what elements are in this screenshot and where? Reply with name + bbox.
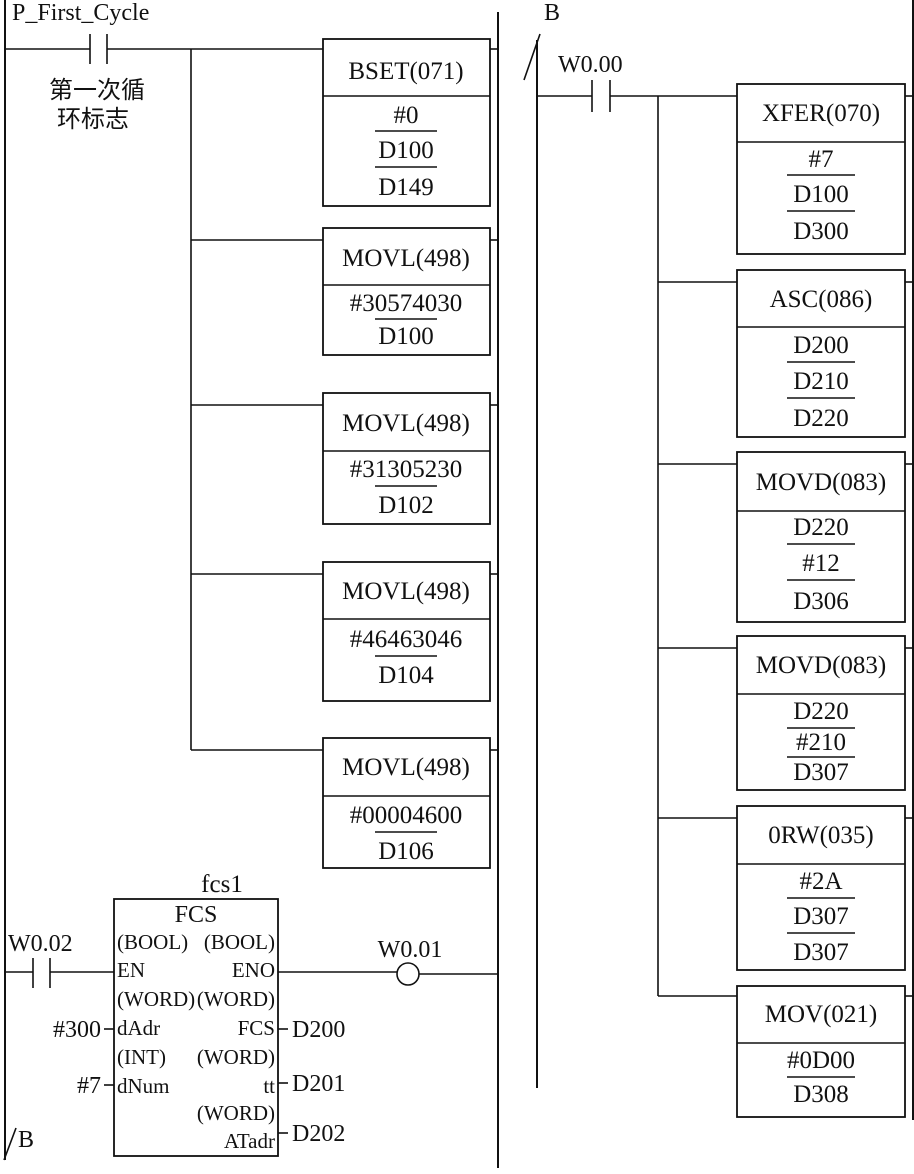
operand: #210 bbox=[796, 729, 846, 756]
first-cycle-caption-2: 环标志 bbox=[57, 106, 129, 133]
first-cycle-caption-1: 第一次循 bbox=[49, 77, 145, 104]
operand: D200 bbox=[793, 332, 849, 359]
block-title: MOVD(083) bbox=[756, 652, 887, 679]
connector-b-label: B bbox=[18, 1127, 34, 1153]
fb-output-atadr: D202 bbox=[292, 1121, 345, 1147]
instruction-block-movl-2 bbox=[322, 392, 491, 525]
fb-contact-label: W0.02 bbox=[8, 931, 73, 957]
block-title: XFER(070) bbox=[762, 100, 880, 127]
fb-output-tt: D201 bbox=[292, 1071, 345, 1097]
fb-input-dnum: #7 bbox=[77, 1073, 101, 1099]
fb-pin-atadr: ATadr bbox=[224, 1129, 275, 1153]
operand: D106 bbox=[378, 838, 434, 865]
operand: D100 bbox=[378, 137, 434, 164]
block-title: MOVL(498) bbox=[342, 245, 470, 272]
contact-w0-00-label: W0.00 bbox=[558, 52, 623, 78]
instruction-block-movl-1 bbox=[322, 227, 491, 356]
operand: D220 bbox=[793, 698, 849, 725]
operand: #46463046 bbox=[350, 626, 463, 653]
instruction-block-mov bbox=[736, 985, 906, 1118]
operand: #12 bbox=[802, 550, 840, 577]
operand: #2A bbox=[799, 868, 842, 895]
block-title: MOVL(498) bbox=[342, 754, 470, 781]
connector-b-label-right: B bbox=[544, 0, 560, 26]
fb-pin-type: (WORD) bbox=[197, 987, 275, 1011]
fb-pin-dnum: dNum bbox=[117, 1074, 170, 1098]
fb-pin-tt: tt bbox=[263, 1074, 275, 1098]
operand: D307 bbox=[793, 939, 849, 966]
fb-pin-en: EN bbox=[117, 958, 145, 982]
coil-label: W0.01 bbox=[378, 937, 443, 963]
operand: #31305230 bbox=[350, 456, 463, 483]
instruction-block-orw bbox=[736, 805, 906, 971]
operand: D104 bbox=[378, 662, 434, 689]
operand: D100 bbox=[793, 181, 849, 208]
coil-w0-01 bbox=[396, 962, 420, 986]
block-title: MOVL(498) bbox=[342, 578, 470, 605]
first-cycle-label: P_First_Cycle bbox=[12, 0, 149, 26]
operand: D220 bbox=[793, 514, 849, 541]
operand: #0D00 bbox=[787, 1047, 855, 1074]
instruction-block-movd-1 bbox=[736, 451, 906, 623]
block-title: MOV(021) bbox=[765, 1001, 878, 1028]
fb-pin-type: (INT) bbox=[117, 1045, 166, 1069]
operand: D308 bbox=[793, 1081, 849, 1108]
block-title: MOVD(083) bbox=[756, 469, 887, 496]
operand: D102 bbox=[378, 492, 434, 519]
fb-pin-type: (WORD) bbox=[197, 1045, 275, 1069]
block-title: ASC(086) bbox=[770, 286, 873, 313]
operand: D300 bbox=[793, 218, 849, 245]
instruction-block-movd-2 bbox=[736, 635, 906, 791]
fb-type-label: FCS bbox=[175, 902, 218, 928]
instruction-block-movl-4 bbox=[322, 737, 491, 869]
operand: D149 bbox=[378, 174, 434, 201]
fb-pin-type: (WORD) bbox=[117, 987, 195, 1011]
fb-pin-type: (BOOL) bbox=[204, 930, 275, 954]
fcs-function-block bbox=[113, 898, 279, 1157]
fb-pin-type: (BOOL) bbox=[117, 930, 188, 954]
operand: D220 bbox=[793, 405, 849, 432]
instruction-block-asc bbox=[736, 269, 906, 438]
operand: D306 bbox=[793, 588, 849, 615]
fb-pin-fcs: FCS bbox=[238, 1016, 275, 1040]
fb-input-dadr: #300 bbox=[53, 1017, 101, 1043]
operand: #7 bbox=[809, 146, 834, 173]
instruction-block-xfer bbox=[736, 83, 906, 255]
connector-b-marker bbox=[3, 1127, 17, 1161]
operand: #00004600 bbox=[350, 802, 463, 829]
fb-pin-eno: ENO bbox=[232, 958, 275, 982]
fb-pin-dadr: dAdr bbox=[117, 1016, 160, 1040]
operand: D307 bbox=[793, 759, 849, 786]
operand: #30574030 bbox=[350, 290, 463, 317]
fb-output-fcs: D200 bbox=[292, 1017, 345, 1043]
operand: D307 bbox=[793, 903, 849, 930]
block-title: 0RW(035) bbox=[768, 822, 874, 849]
operand: #0 bbox=[394, 102, 419, 129]
operand: D210 bbox=[793, 368, 849, 395]
instruction-block-bset bbox=[322, 38, 491, 207]
operand: D100 bbox=[378, 323, 434, 350]
block-title: MOVL(498) bbox=[342, 410, 470, 437]
instruction-block-movl-3 bbox=[322, 561, 491, 702]
block-title: BSET(071) bbox=[348, 58, 463, 85]
fb-pin-type: (WORD) bbox=[197, 1101, 275, 1125]
fb-instance-label: fcs1 bbox=[201, 871, 243, 898]
